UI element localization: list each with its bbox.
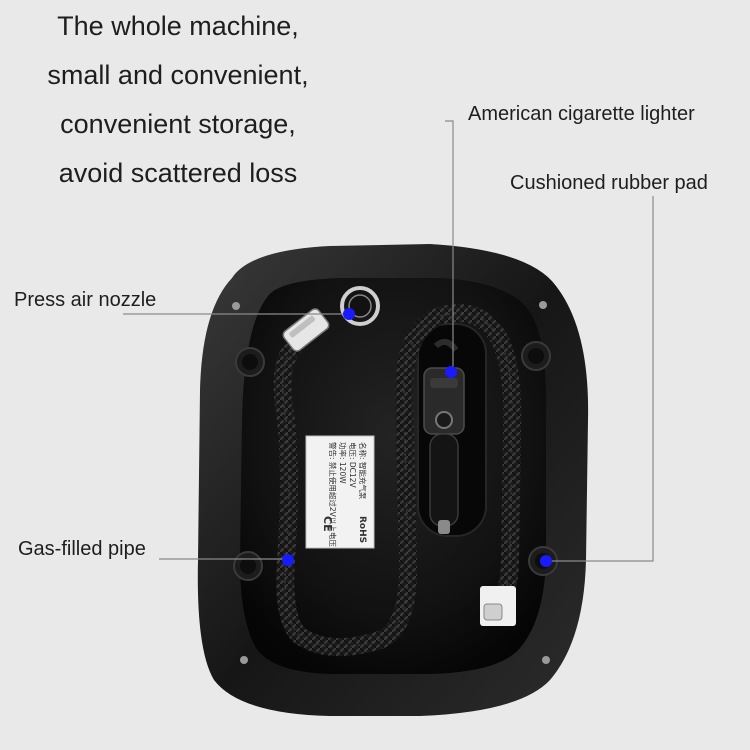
- headline-line: small and convenient,: [47, 60, 309, 90]
- marker-dot-pad: [540, 555, 552, 567]
- sticker-line: 功率: 120W: [338, 442, 348, 484]
- sticker-line: 名称: 智能充气泵: [358, 442, 368, 500]
- hose-end-connector: [480, 586, 516, 626]
- rubber-pad: [235, 347, 265, 377]
- cigarette-lighter-plug: [423, 338, 465, 534]
- screw: [539, 301, 547, 309]
- rubber-pad: [233, 551, 263, 581]
- headline-line: convenient storage,: [60, 109, 296, 139]
- callout-cushioned-rubber-pad: Cushioned rubber pad: [510, 172, 708, 194]
- headline: The whole machine, small and convenient,…: [8, 0, 348, 198]
- air-nozzle: [282, 286, 380, 352]
- marker-dot-nozzle: [343, 308, 355, 320]
- sticker-line: 电压: DC12V: [348, 442, 358, 488]
- headline-line: The whole machine,: [57, 11, 299, 41]
- callout-press-air-nozzle: Press air nozzle: [14, 289, 157, 311]
- ce-mark: CE: [321, 516, 334, 532]
- marker-dot-lighter: [445, 366, 457, 378]
- leader-line-lighter: [445, 120, 454, 372]
- rohs-mark: RoHS: [357, 516, 367, 543]
- rubber-pad: [521, 341, 551, 371]
- marker-dot-pipe: [282, 554, 294, 566]
- callout-gas-filled-pipe: Gas-filled pipe: [18, 538, 146, 560]
- leader-line-pad: [548, 196, 654, 562]
- screw: [240, 656, 248, 664]
- sticker-line: 警告: 禁止使用超过2V以上电压: [328, 442, 338, 547]
- label-sticker: 名称: 智能充气泵 电压: DC12V 功率: 120W 警告: 禁止使用超过2…: [305, 435, 375, 549]
- screw: [542, 656, 550, 664]
- headline-line: avoid scattered loss: [58, 158, 298, 188]
- leader-lines: [123, 120, 654, 562]
- screw: [232, 302, 240, 310]
- callout-american-cigarette-lighter: American cigarette lighter: [468, 103, 695, 125]
